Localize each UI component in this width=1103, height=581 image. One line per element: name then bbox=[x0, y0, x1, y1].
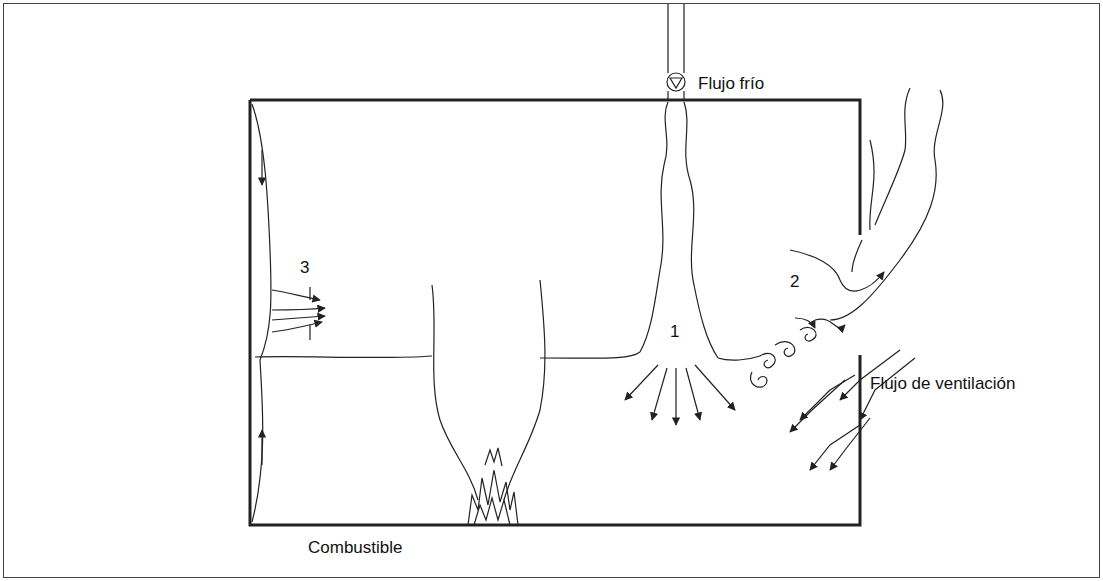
flow-label: Flujo frío bbox=[698, 74, 764, 94]
fuel-label: Combustible bbox=[308, 538, 403, 558]
flow-label: Flujo de ventilación bbox=[870, 374, 1016, 394]
callout-number: 1 bbox=[670, 322, 679, 342]
callout-number: 2 bbox=[790, 272, 799, 292]
callout-number: 3 bbox=[300, 258, 309, 278]
